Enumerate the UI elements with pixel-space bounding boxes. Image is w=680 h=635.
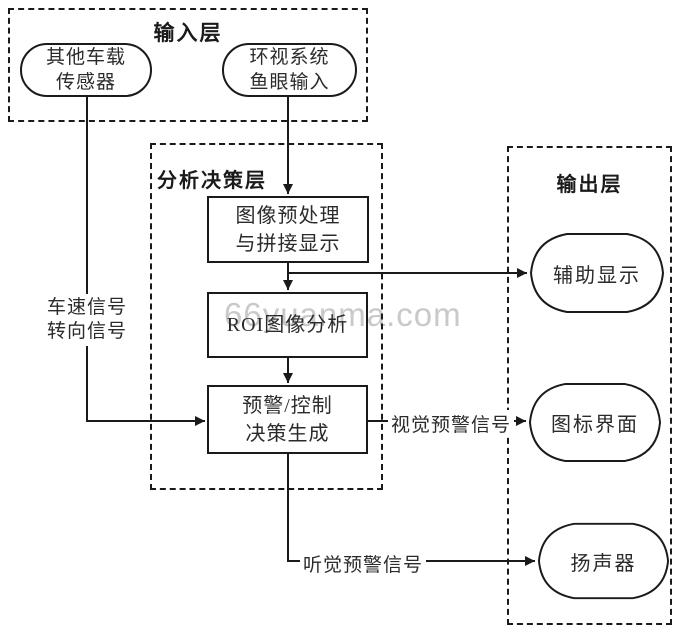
input-layer-title: 输入层 bbox=[153, 21, 223, 45]
node-other-sensors-line2: 传感器 bbox=[55, 72, 116, 93]
label-vehicle-speed-signal: 车速信号 bbox=[46, 297, 127, 318]
aux-display-shape bbox=[529, 233, 665, 313]
node-other-sensors-line1: 其他车载 bbox=[45, 47, 126, 68]
node-image-preprocess-line1: 图像预处理 bbox=[235, 204, 341, 227]
node-icon-interface: 图标界面 bbox=[528, 381, 662, 464]
node-fisheye-input-line1: 环视系统 bbox=[249, 47, 330, 68]
node-other-sensors: 其他车载 传感器 bbox=[20, 43, 152, 97]
node-speaker: 扬声器 bbox=[537, 521, 670, 601]
node-roi-analysis: ROI图像分析 bbox=[207, 292, 368, 358]
speaker-shape bbox=[537, 522, 670, 600]
node-image-preprocess-line2: 与拼接显示 bbox=[235, 232, 341, 255]
node-warning-decision: 预警/控制 决策生成 bbox=[207, 385, 368, 454]
label-visual-warning: 视觉预警信号 bbox=[388, 410, 515, 437]
node-fisheye-input: 环视系统 鱼眼输入 bbox=[222, 43, 357, 97]
output-layer-box bbox=[507, 146, 672, 625]
label-vehicle-signals: 车速信号 转向信号 bbox=[44, 294, 130, 346]
node-image-preprocess: 图像预处理 与拼接显示 bbox=[207, 196, 369, 263]
node-warning-decision-line1: 预警/控制 bbox=[242, 394, 333, 417]
output-layer-title: 输出层 bbox=[556, 174, 623, 196]
label-steering-signal: 转向信号 bbox=[46, 321, 127, 342]
node-aux-display: 辅助显示 bbox=[529, 231, 665, 315]
node-icon-interface-label: 图标界面 bbox=[551, 414, 639, 436]
watermark: 66yuanma.com bbox=[224, 296, 462, 333]
analysis-layer-title: 分析决策层 bbox=[157, 170, 267, 192]
node-speaker-label: 扬声器 bbox=[570, 552, 637, 575]
label-audio-warning: 听觉预警信号 bbox=[300, 550, 427, 577]
node-fisheye-input-line2: 鱼眼输入 bbox=[249, 72, 330, 93]
node-warning-decision-line2: 决策生成 bbox=[245, 422, 330, 445]
node-aux-display-label: 辅助显示 bbox=[553, 264, 641, 287]
node-roi-analysis-label: ROI图像分析 bbox=[226, 314, 349, 336]
icon-interface-shape bbox=[528, 382, 662, 463]
